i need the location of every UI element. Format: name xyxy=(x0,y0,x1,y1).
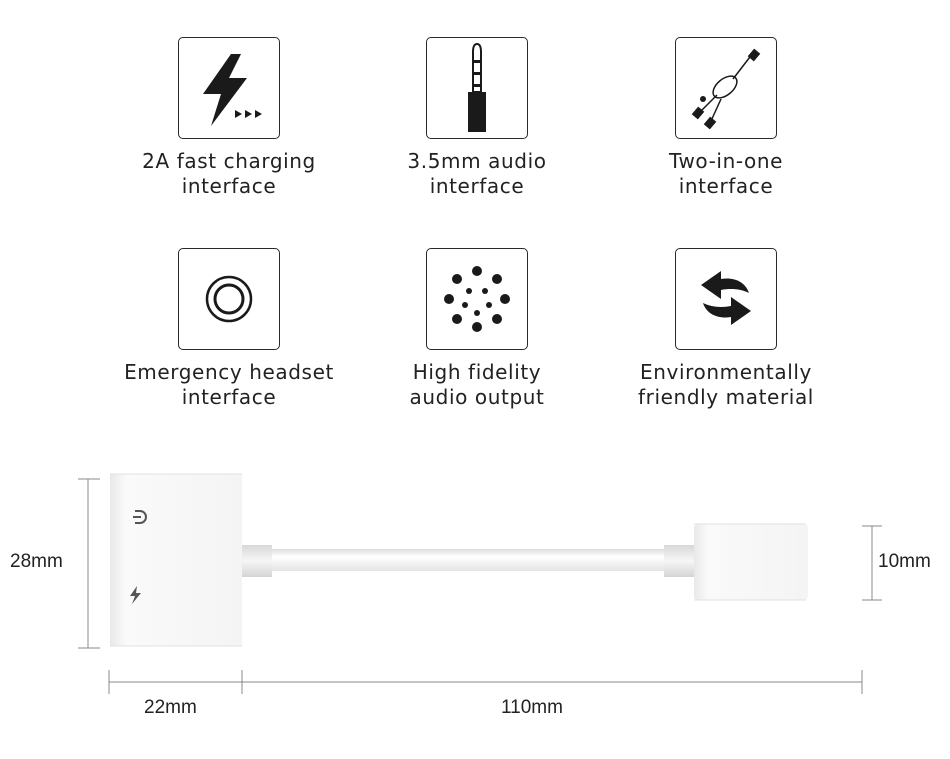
feature-icon-box xyxy=(675,37,777,139)
caption-line: High fidelity xyxy=(412,360,542,384)
caption-line: interface xyxy=(678,174,774,198)
two-in-one-cable-icon xyxy=(691,48,761,130)
caption-line: 3.5mm audio xyxy=(407,149,547,173)
feature-icon-box xyxy=(675,248,777,350)
headset-port-ring-icon xyxy=(205,275,253,323)
caption-line: interface xyxy=(429,174,525,198)
headphone-port-icon xyxy=(133,510,147,524)
feature-icon-box xyxy=(178,37,280,139)
dimension-line-10mm xyxy=(862,525,882,601)
caption-line: audio output xyxy=(409,385,545,409)
caption-line: Two-in-one xyxy=(668,149,784,173)
feature-caption: 3.5mm audio interface xyxy=(357,149,597,199)
caption-line: Environmentally xyxy=(640,360,812,384)
dimension-line-28mm xyxy=(78,478,100,649)
feature-eco-material: Environmentally friendly material xyxy=(606,248,846,410)
feature-icon-box xyxy=(178,248,280,350)
dimension-label-110mm: 110mm xyxy=(501,697,563,718)
dimension-label-10mm: 10mm xyxy=(878,551,931,572)
caption-line: Emergency headset xyxy=(124,360,334,384)
caption-line: interface xyxy=(181,174,277,198)
feature-two-in-one: Two-in-one interface xyxy=(606,37,846,199)
lightning-plug xyxy=(694,523,808,601)
cable xyxy=(242,545,694,577)
feature-caption: Two-in-one interface xyxy=(606,149,846,199)
caption-line: friendly material xyxy=(638,385,814,409)
caption-line: interface xyxy=(181,385,277,409)
feature-icon-box xyxy=(426,37,528,139)
feature-audio-35: 3.5mm audio interface xyxy=(357,37,597,199)
dot-circle-icon xyxy=(444,266,510,332)
feature-icon-box xyxy=(426,248,528,350)
audio-jack-plug-icon xyxy=(468,42,486,132)
lightning-bolt-icon xyxy=(203,54,262,126)
feature-emergency-headset: Emergency headset interface xyxy=(109,248,349,410)
feature-caption: Emergency headset interface xyxy=(109,360,349,410)
feature-caption: High fidelity audio output xyxy=(357,360,597,410)
caption-line: 2A fast charging xyxy=(142,149,316,173)
feature-fast-charging: 2A fast charging interface xyxy=(109,37,349,199)
feature-high-fidelity: High fidelity audio output xyxy=(357,248,597,410)
feature-caption: Environmentally friendly material xyxy=(606,360,846,410)
dimension-label-28mm: 28mm xyxy=(10,551,63,572)
feature-caption: 2A fast charging interface xyxy=(109,149,349,199)
recycle-arrows-icon xyxy=(701,271,751,325)
adapter-body xyxy=(110,473,242,647)
charging-port-icon xyxy=(130,586,141,604)
dimension-line-length xyxy=(108,670,863,694)
dimension-label-22mm: 22mm xyxy=(144,697,197,718)
